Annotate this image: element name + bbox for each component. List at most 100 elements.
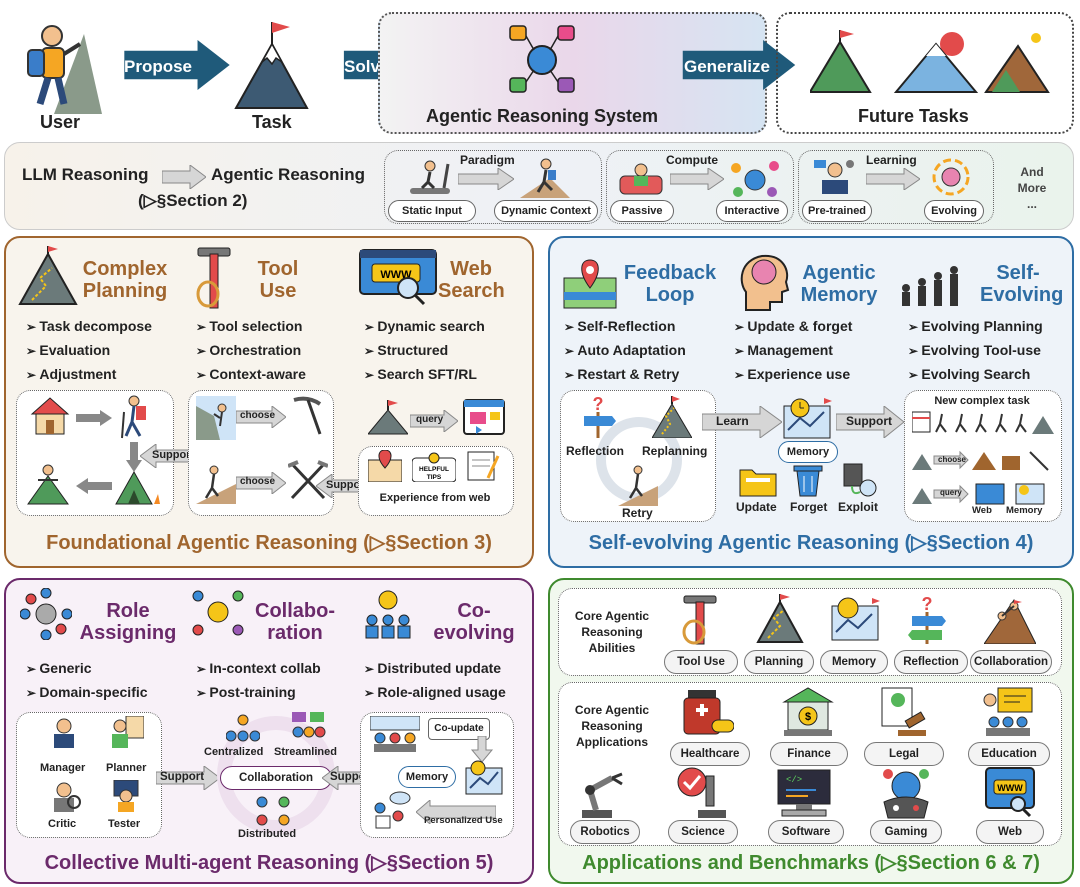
person-laptop-icon xyxy=(812,158,858,198)
abilities-label: Core Agentic Reasoning Abilities xyxy=(574,609,650,655)
tips-text-2: TIPS xyxy=(427,474,442,481)
collaboration-pill: Collaboration xyxy=(220,766,332,790)
svg-text:?: ? xyxy=(922,594,933,614)
pretrained-pill: Pre-trained xyxy=(802,200,872,222)
feedback-item: Restart & Retry xyxy=(564,363,686,387)
system-label: Agentic Reasoning System xyxy=(426,106,659,126)
planning-arrow-right xyxy=(76,410,112,426)
exploit-icon xyxy=(842,462,878,498)
replanning-label: Replanning xyxy=(642,444,708,458)
role-assigning-title: Role Assigning xyxy=(79,600,177,644)
retry-hiker-icon xyxy=(618,462,658,506)
static-input-pill: Static Input xyxy=(388,200,476,222)
planning-arrow-down xyxy=(126,442,142,472)
paradigm-title: Paradigm xyxy=(460,153,515,167)
learning-group xyxy=(798,150,994,224)
personalized-label: Personalized Use xyxy=(424,815,503,826)
choose-label-3: choose xyxy=(938,455,967,464)
app-pill: Science xyxy=(668,820,738,844)
planning-item: Evaluation xyxy=(26,339,152,363)
planner-label: Planner xyxy=(106,762,147,774)
svg-text:$: $ xyxy=(805,711,811,723)
app-pill: Education xyxy=(968,742,1050,766)
apps-label: Core Agentic Reasoning Applications xyxy=(574,703,650,749)
coevolve-item: Role-aligned usage xyxy=(364,681,505,705)
software-icon: </> xyxy=(776,768,832,818)
forget-label: Forget xyxy=(790,500,828,514)
ability-pill: Collaboration xyxy=(970,650,1052,674)
centralized-icon xyxy=(225,714,261,742)
coupdate-arrow xyxy=(470,736,494,762)
crossed-axes-icon xyxy=(287,460,329,502)
future-label: Future Tasks xyxy=(858,106,969,126)
memory-item: Update & forget xyxy=(734,315,852,339)
paradigm-arrow xyxy=(458,168,514,190)
reflection-label: Reflection xyxy=(566,444,625,458)
app-pill: Legal xyxy=(864,742,944,766)
map-pin-icon xyxy=(367,449,403,483)
update-label: Update xyxy=(736,500,777,514)
memory-map-icon xyxy=(782,396,834,440)
camp-tent-icon xyxy=(114,466,162,506)
experience-label: Experience from web xyxy=(379,492,491,504)
agentic-memory-title: Agentic Memory xyxy=(800,262,878,306)
tooluse-item: Tool selection xyxy=(196,315,306,339)
memory-item: Management xyxy=(734,339,852,363)
evolving-item: Evolving Tool-use xyxy=(908,339,1043,363)
learning-arrow xyxy=(866,168,920,190)
app-pill: Software xyxy=(768,820,844,844)
generalize-label: Generalize xyxy=(684,57,770,76)
future-tasks-box xyxy=(776,12,1074,134)
tool-use-title: Tool Use xyxy=(257,258,299,302)
role-item: Generic xyxy=(26,657,148,681)
ice-axe-single-icon xyxy=(290,396,326,436)
new-task-strip-3 xyxy=(912,480,1054,506)
user-climber-icon xyxy=(14,14,104,114)
planner-icon xyxy=(108,715,145,748)
propose-label: Propose xyxy=(124,57,193,76)
support-label-2: Support xyxy=(326,479,369,491)
learning-title: Learning xyxy=(866,153,917,167)
learn-label: Learn xyxy=(716,414,749,428)
critic-icon xyxy=(46,780,82,812)
manager-icon xyxy=(46,716,82,748)
new-task-strip-2 xyxy=(912,448,1054,472)
web-label: Web xyxy=(972,505,992,516)
tooluse-item: Orchestration xyxy=(196,339,306,363)
update-folder-icon xyxy=(738,464,778,498)
support-label-3: Support xyxy=(846,414,892,428)
query-label-2: query xyxy=(940,488,962,497)
sofa-icon xyxy=(618,160,664,198)
feedback-loop-title: Feedback Loop xyxy=(623,262,717,306)
selfevolving-footer: Self-evolving Agentic Reasoning (▷§Secti… xyxy=(588,532,1034,554)
summit-icon xyxy=(26,462,70,506)
personalized-arrow xyxy=(416,800,496,824)
compute-title: Compute xyxy=(666,153,718,167)
team-bulb-icon xyxy=(360,588,416,640)
websearch-bullets: Dynamic search Structured Search SFT/RL xyxy=(364,315,484,387)
hiker-icon xyxy=(520,156,570,198)
treadmill-icon xyxy=(408,158,454,198)
llm-to-agentic-arrow xyxy=(162,165,206,189)
svg-text:WWW: WWW xyxy=(997,783,1023,793)
compute-group xyxy=(606,150,794,224)
generalize-arrow xyxy=(682,40,796,90)
collab-item: In-context collab xyxy=(196,657,320,681)
choose-label-2: choose xyxy=(240,476,276,487)
centralized-label: Centralized xyxy=(204,746,264,758)
network-icon xyxy=(508,24,576,94)
ability-pill: Memory xyxy=(820,650,888,674)
support-arrow-4 xyxy=(156,766,220,790)
svg-text:?: ? xyxy=(593,394,604,414)
support-label-1: Support xyxy=(152,449,195,461)
healthcare-icon xyxy=(682,686,735,738)
evolving-item: Evolving Planning xyxy=(908,315,1042,339)
applications-footer: Applications and Benchmarks (▷§Section 6… xyxy=(582,852,1040,874)
web-app-icon: WWW xyxy=(984,766,1036,818)
app-pill: Finance xyxy=(770,742,848,766)
memory-label-2: Memory xyxy=(1006,505,1043,516)
evolving-bullets: Evolving Planning Evolving Tool-use Evol… xyxy=(908,315,1043,387)
paradigm-group xyxy=(384,150,602,224)
finance-icon: $ xyxy=(782,686,834,738)
manager-label: Manager xyxy=(40,762,86,774)
